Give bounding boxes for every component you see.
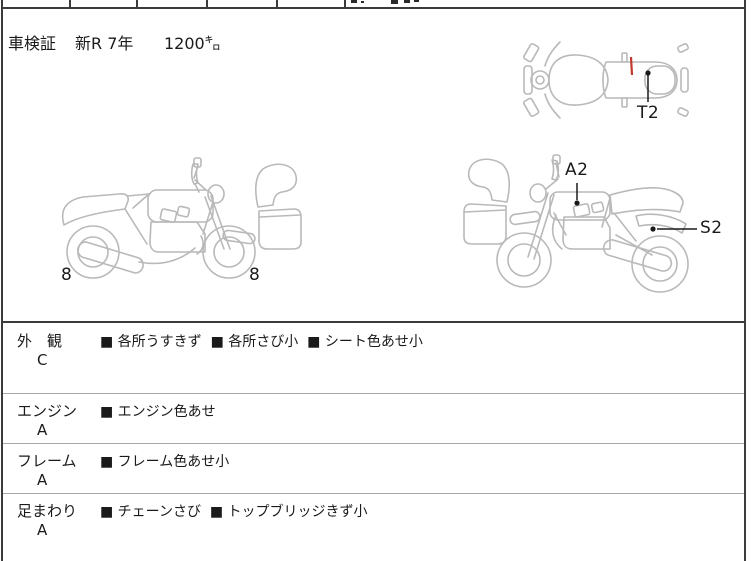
section-label: エンジン	[17, 402, 78, 420]
top-table-divider	[136, 0, 138, 8]
section-items: ■ エンジン色あせ	[100, 404, 216, 420]
cropped-text-remnant	[351, 0, 357, 3]
section-divider	[3, 443, 744, 444]
section-divider	[3, 393, 744, 394]
condition-section-row: 外 観 C ■ 各所うすきず ■ 各所さび小 ■ シート色あせ小	[4, 323, 744, 393]
motorcycle-top-view	[522, 41, 689, 119]
tire-grade-front: 8	[249, 265, 260, 285]
front-cowl-part-drawing	[254, 163, 302, 250]
a2-anchor-dot	[574, 200, 580, 206]
section-grade: A	[37, 471, 48, 489]
front-cowl-part-drawing	[463, 158, 511, 245]
registration-year: 新R 7年	[75, 34, 134, 53]
section-divider-thick	[1, 321, 746, 323]
section-grade: C	[37, 351, 48, 369]
section-divider	[3, 493, 744, 494]
top-table-divider	[206, 0, 208, 8]
tire-grade-rear: 8	[61, 265, 72, 285]
section-items: ■ チェーンさび ■ トップブリッジきず小	[100, 504, 368, 520]
section-grade: A	[37, 521, 48, 539]
right-border	[744, 0, 746, 561]
section-label: 外 観	[17, 332, 63, 350]
top-table-divider	[69, 0, 71, 8]
condition-section-row: フレーム A ■ フレーム色あせ小	[4, 443, 744, 493]
motorcycle-right-side-view	[463, 154, 697, 293]
motorcycle-side-drawing	[61, 157, 256, 279]
section-grade: A	[37, 421, 48, 439]
damage-mark-t2: T2	[637, 103, 660, 123]
cropped-text-remnant	[391, 0, 398, 4]
top-table-divider	[344, 0, 346, 8]
motorcycle-top-view-drawing	[522, 41, 689, 119]
condition-section-row: 足まわり A ■ チェーンさび ■ トップブリッジきず小	[4, 493, 744, 561]
section-items: ■ フレーム色あせ小	[100, 454, 230, 470]
section-label: フレーム	[17, 452, 77, 470]
top-table-divider	[276, 0, 278, 8]
motorcycle-side-drawing	[496, 154, 689, 293]
t2-anchor-dot	[645, 70, 651, 76]
cropped-text-remnant	[361, 1, 364, 3]
motorcycle-left-side-view	[61, 157, 302, 279]
doc-type-label: 車検証	[8, 34, 57, 53]
cropped-text-remnant	[404, 0, 410, 3]
mileage-value: 1200㌔	[164, 34, 221, 53]
section-label: 足まわり	[17, 502, 78, 520]
damage-mark-a2: A2	[565, 160, 589, 180]
top-table-bottom-line	[1, 7, 746, 9]
section-items: ■ 各所うすきず ■ 各所さび小 ■ シート色あせ小	[100, 334, 423, 350]
s2-anchor-dot	[650, 226, 656, 232]
cropped-text-remnant	[414, 0, 419, 2]
damage-mark-s2: S2	[700, 218, 723, 238]
left-border	[1, 0, 3, 561]
condition-section-row: エンジン A ■ エンジン色あせ	[4, 393, 744, 443]
red-damage-mark	[629, 56, 634, 76]
